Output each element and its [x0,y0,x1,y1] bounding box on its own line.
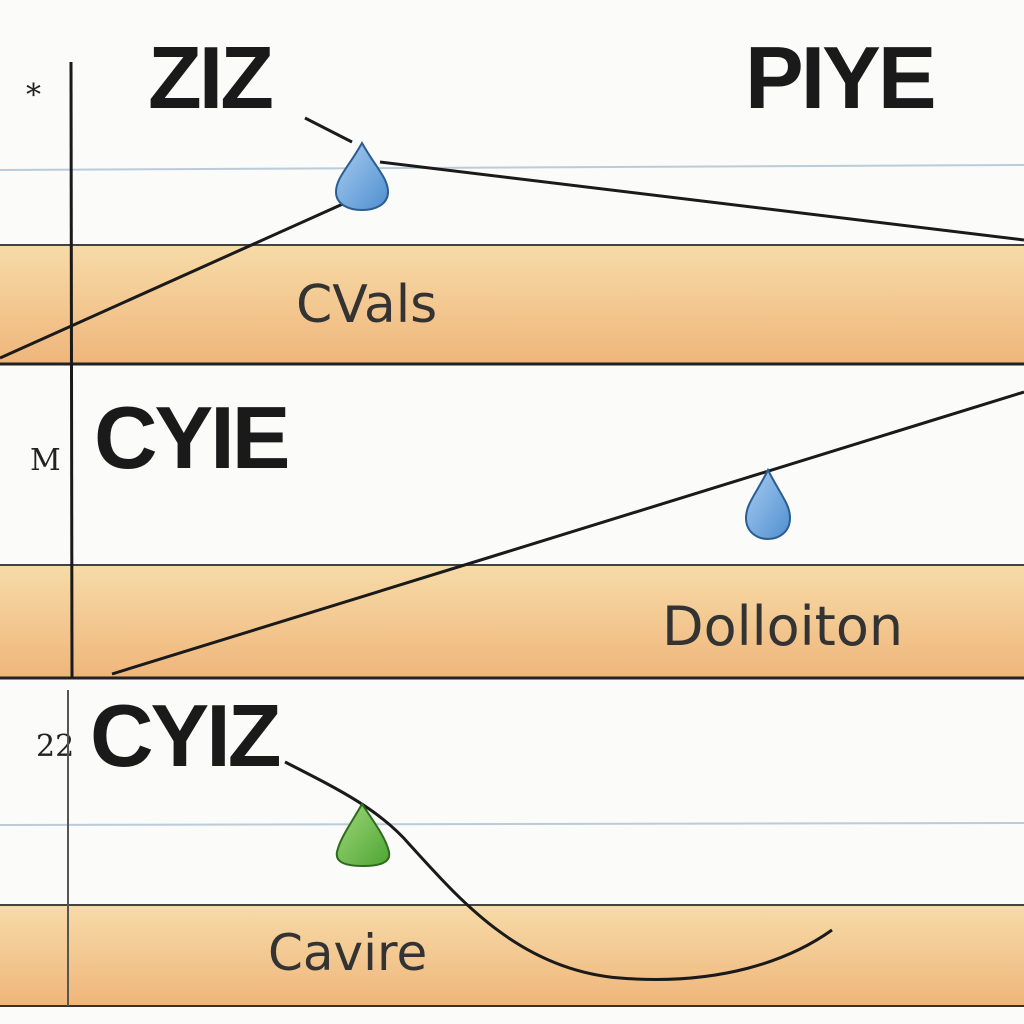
panel-3: 22 CYIZ Cavire [0,686,1024,1007]
connector-line [0,201,346,360]
band [0,565,1024,677]
drop-icon [334,140,390,212]
panel-heading-right: PIYE [745,28,934,127]
cone-icon [335,802,391,868]
drop-icon [744,467,792,541]
band-label: CVals [296,275,437,335]
panel-heading: CYIE [94,388,288,487]
panel-heading: ZIZ [148,28,272,127]
band-label: Dolloiton [662,595,903,658]
panel-1: * ZIZ PIYE CVals [0,28,1024,366]
panel-heading: CYIZ [90,686,280,785]
connector-line [304,116,353,144]
band [0,905,1024,1005]
band-label: Cavire [268,924,427,982]
grid-line [0,822,1024,826]
axis-mark: M [30,443,61,478]
band [0,245,1024,363]
vertical-axis [69,61,74,679]
grid-line [0,164,1024,171]
connector-line [111,390,1024,676]
curve-line [284,760,833,981]
axis-mark: * [26,78,41,113]
panel-2: M CYIE Dolloiton [0,388,1024,680]
connector-line [379,160,1024,242]
